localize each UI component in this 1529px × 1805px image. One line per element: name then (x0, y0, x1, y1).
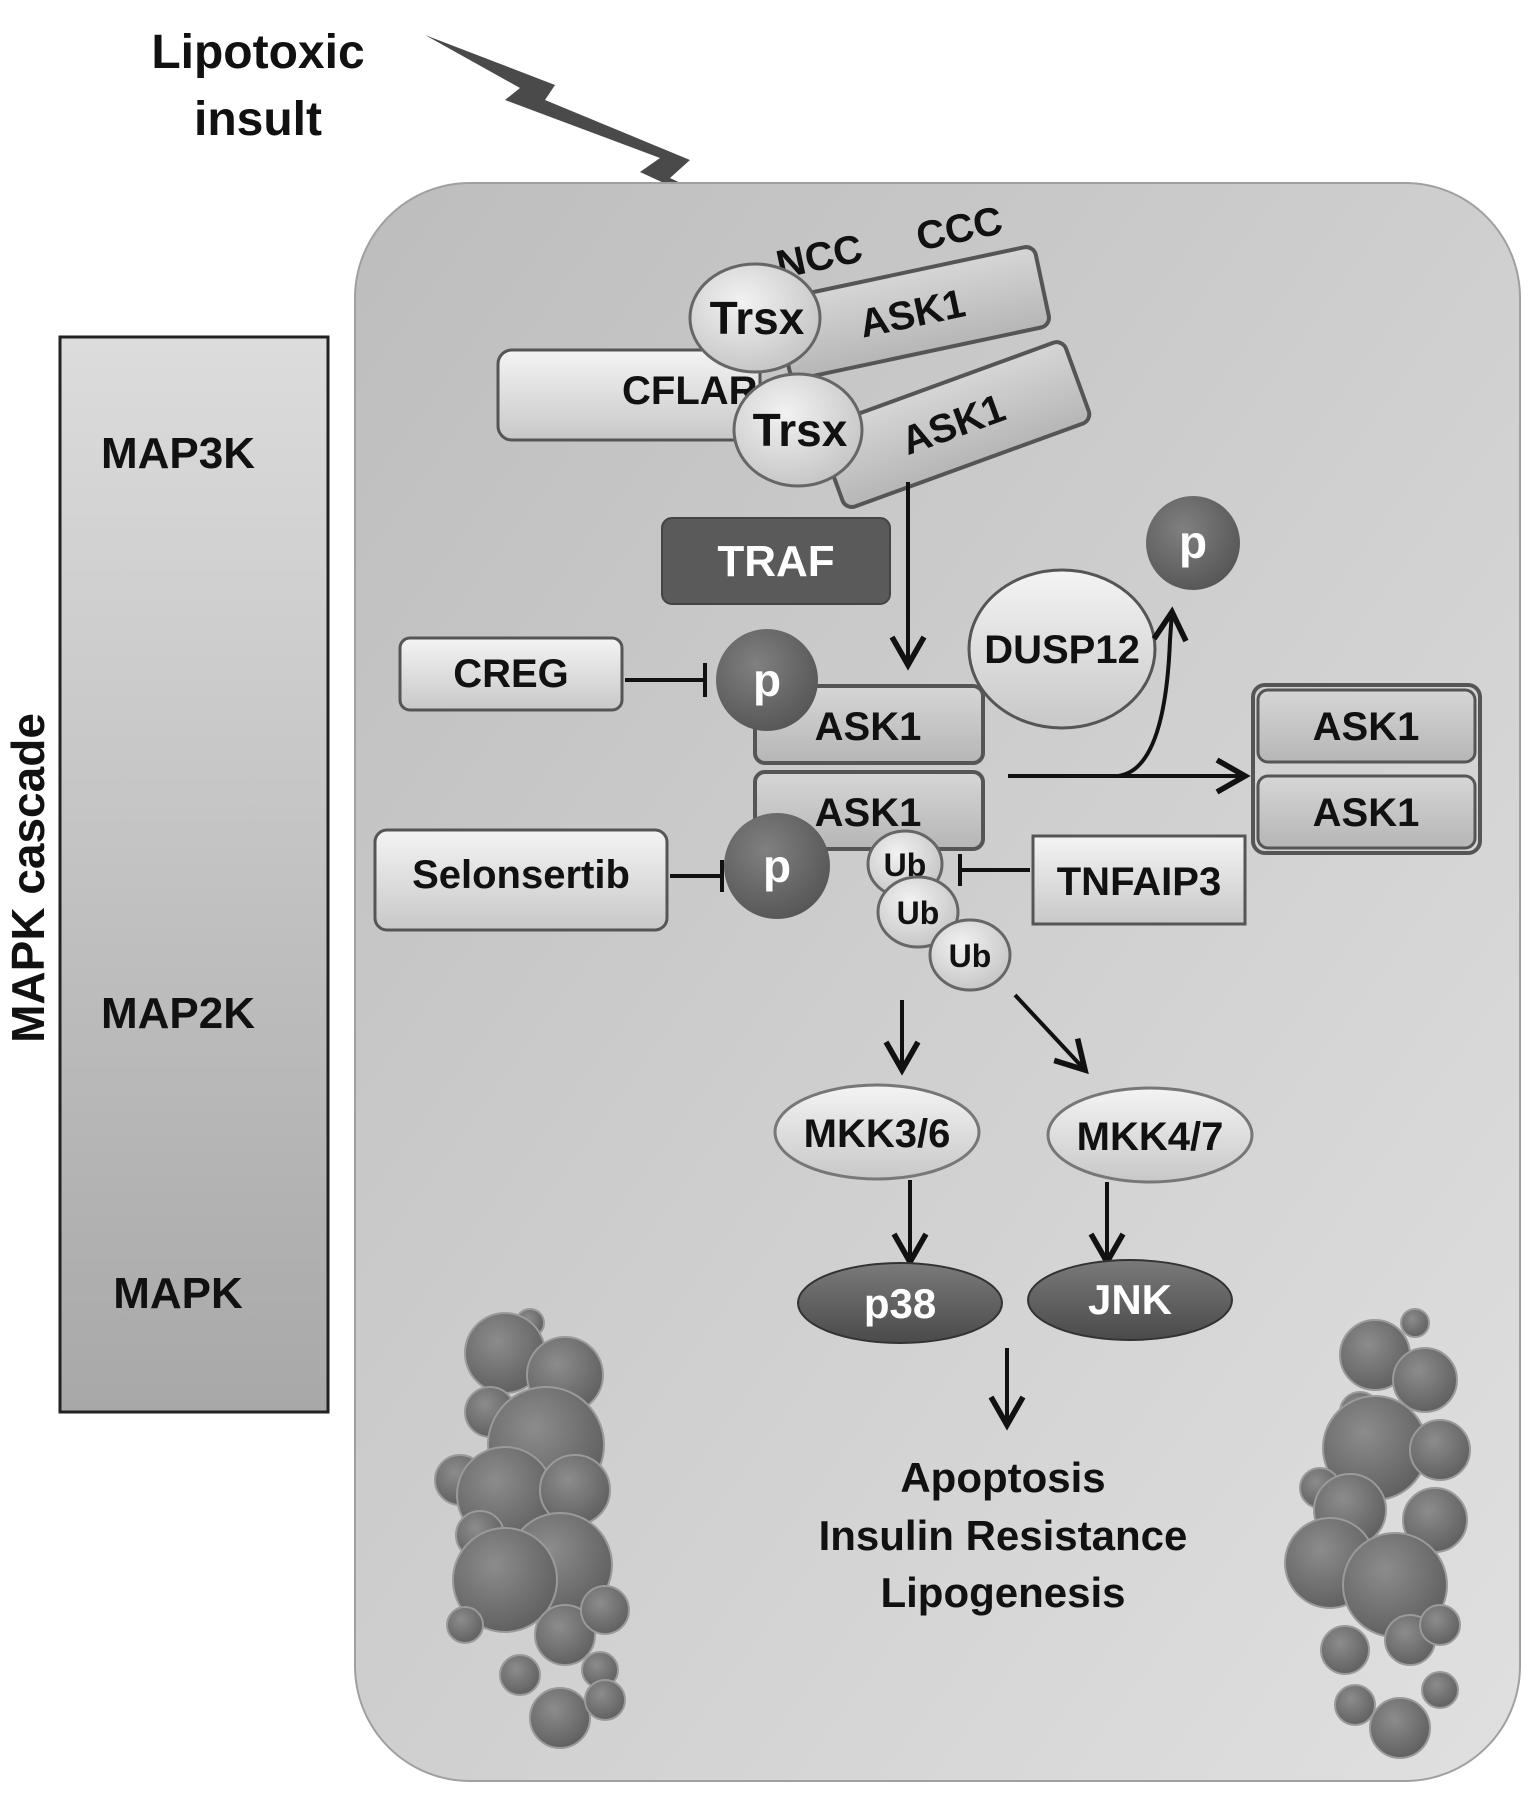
dusp12-oval (967, 568, 1157, 730)
ask1-complex-upper: ASK1 (774, 245, 1051, 381)
trsx-lower (732, 372, 864, 488)
cascade-level-mapk: MAPK (113, 1269, 243, 1318)
phospho-released (1146, 496, 1240, 590)
lipid-droplets-left (434, 1308, 630, 1749)
phospho-ask1-top-label: p (753, 654, 781, 706)
traf-box (661, 517, 891, 605)
dusp12-label: DUSP12 (984, 628, 1140, 672)
mkk47-oval (1046, 1086, 1254, 1184)
outcome-apoptosis: Apoptosis (900, 1454, 1105, 1501)
creg-box (398, 636, 624, 712)
phospho-released-label: p (1179, 516, 1207, 568)
trsx-lower-label: Trsx (753, 404, 848, 456)
mapk-cascade-bar (58, 335, 330, 1414)
ub-3-label: Ub (949, 938, 992, 974)
ask1-monomer-group: ASK1 ASK1 (1251, 683, 1482, 855)
p38-label: p38 (864, 1280, 936, 1327)
cascade-level-map3k: MAP3K (101, 429, 255, 478)
cflar-label: CFLAR (622, 369, 758, 413)
insult-label-line2: insult (194, 93, 322, 146)
ub-2 (876, 875, 960, 949)
tnfaip3-inhibition-edge (958, 854, 1030, 886)
creg-inhibition-edge (625, 663, 707, 697)
selonsertib-inhibition-edge (670, 860, 724, 892)
cell-body (354, 182, 1521, 1782)
cascade-level-map2k: MAP2K (101, 989, 255, 1038)
selonsertib-label: Selonsertib (412, 853, 630, 897)
arrow-dephosphorylation (1117, 606, 1189, 778)
ask1-dimer-top-label: ASK1 (815, 705, 922, 749)
mkk47-label: MKK4/7 (1077, 1115, 1224, 1159)
lightning-bolt-icon (425, 35, 790, 235)
insult-label-line1: Lipotoxic (151, 26, 364, 79)
ub-3 (928, 918, 1012, 992)
arrow-to-mkk47 (1013, 993, 1089, 1075)
ask1-monomer-bottom (1256, 774, 1477, 850)
creg-label: CREG (453, 652, 569, 696)
jnk-label: JNK (1088, 1276, 1172, 1323)
tnfaip3-box (1031, 834, 1247, 926)
ask1-complex-lower: ASK1 (817, 340, 1092, 509)
p38-oval (797, 1262, 1003, 1344)
cascade-title: MAPK cascade (2, 713, 54, 1043)
trsx-upper-label: Trsx (710, 292, 805, 344)
ask1-dimer-bottom-label: ASK1 (815, 791, 922, 835)
trsx-upper (688, 262, 822, 374)
ask1-monomer-top (1256, 688, 1477, 764)
ask1-monomer-top-label: ASK1 (1313, 705, 1420, 749)
lipid-droplets-right (1284, 1308, 1471, 1759)
mkk36-oval (773, 1083, 981, 1181)
phospho-ask1-top (716, 629, 818, 731)
outcome-lipogenesis: Lipogenesis (880, 1569, 1125, 1616)
ask1-monomer-bottom-label: ASK1 (1313, 791, 1420, 835)
ub-2-label: Ub (897, 895, 940, 931)
phospho-ask1-bottom (724, 813, 830, 919)
traf-label: TRAF (717, 537, 834, 586)
tnfaip3-label: TNFAIP3 (1057, 860, 1221, 904)
selonsertib-box (373, 828, 669, 932)
outcome-insulin-resistance: Insulin Resistance (819, 1512, 1188, 1559)
jnk-oval (1027, 1259, 1233, 1341)
phospho-ask1-bottom-label: p (763, 840, 791, 892)
mkk36-label: MKK3/6 (804, 1112, 951, 1156)
